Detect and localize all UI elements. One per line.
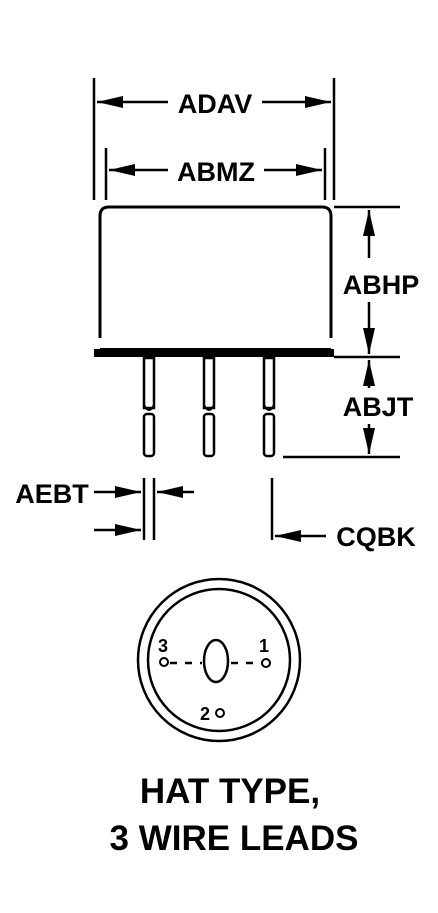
dimension-label-cqbk: CQBK <box>336 522 416 552</box>
caption-line-2: 3 WIRE LEADS <box>110 819 359 858</box>
lead-left <box>142 356 156 458</box>
lead-middle <box>202 356 216 458</box>
pin-2-hole <box>215 708 225 718</box>
dimension-label-abhp: ABHP <box>343 270 420 300</box>
dimension-abmz: ABMZ <box>104 148 327 200</box>
pin-1-hole <box>261 658 271 668</box>
pin-label-2: 2 <box>200 704 210 724</box>
dimension-label-abjt: ABJT <box>343 392 414 422</box>
relay-body-side-view <box>94 205 334 357</box>
wire-leads <box>142 356 276 458</box>
relay-bottom-view: 3 1 2 <box>136 577 302 743</box>
dimension-abhp: ABHP <box>334 205 420 359</box>
dimension-abjt: ABJT <box>283 360 414 459</box>
dimension-adav: ADAV <box>92 78 336 200</box>
dimension-aebt: AEBT <box>15 478 194 540</box>
pin-label-3: 3 <box>158 636 168 656</box>
pin-label-1: 1 <box>259 636 269 656</box>
dimension-cqbk: CQBK <box>270 478 416 552</box>
pin-3-hole <box>159 657 169 667</box>
caption-line-1: HAT TYPE, <box>140 772 320 811</box>
dimension-label-adav: ADAV <box>178 89 253 119</box>
dimension-label-abmz: ABMZ <box>177 157 255 187</box>
dimension-label-aebt: AEBT <box>15 479 89 509</box>
lead-right <box>262 356 276 458</box>
caption: HAT TYPE, 3 WIRE LEADS <box>110 772 359 858</box>
